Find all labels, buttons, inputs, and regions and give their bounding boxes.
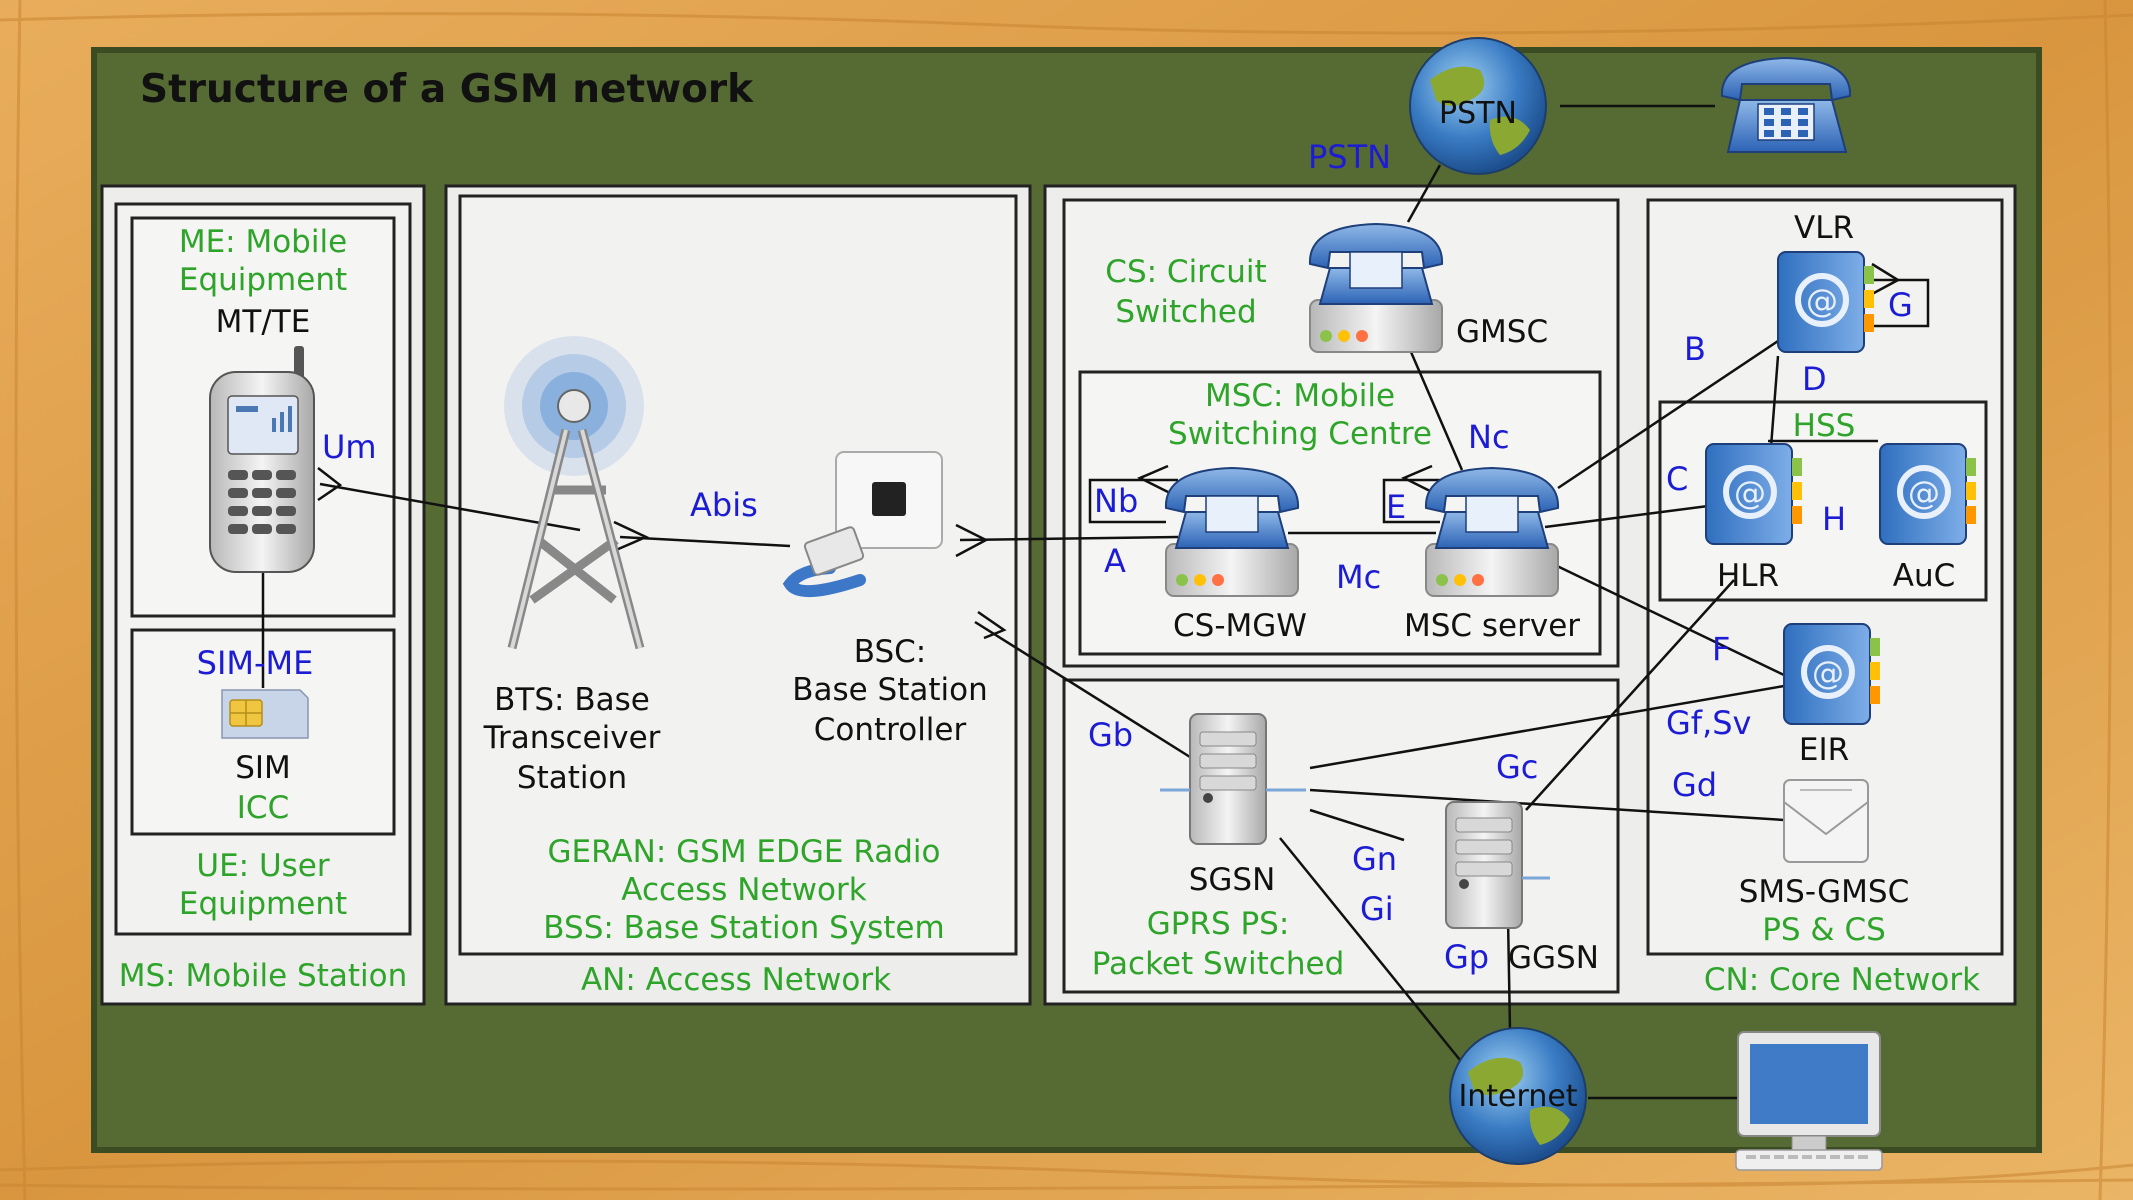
arrow-heads (317, 262, 1901, 640)
geran-label-line2: Access Network (621, 872, 866, 908)
me-label-line1: ME: Mobile (179, 224, 347, 260)
telephone-icon (1720, 56, 1852, 153)
sgsn-server-icon (1160, 713, 1306, 845)
vlr-label: VLR (1794, 210, 1854, 246)
bts-label-line1: BTS: Base (494, 682, 650, 718)
gc-interface-label: Gc (1496, 748, 1538, 786)
auc-address-book-icon: @ (1879, 443, 1976, 545)
msc-server-switch-icon (1424, 466, 1560, 597)
ue-label-line1: UE: User (196, 848, 329, 884)
a-interface-label: A (1104, 542, 1126, 580)
mc-interface-label: Mc (1336, 558, 1381, 596)
bss-label: BSS: Base Station System (543, 910, 944, 946)
gi-interface-label: Gi (1360, 890, 1394, 928)
svg-text:@: @ (1734, 474, 1766, 512)
an-section-label: AN: Access Network (581, 962, 891, 998)
gmsc-switch-icon (1308, 222, 1444, 353)
hlr-label: HLR (1717, 558, 1779, 594)
sgsn-label: SGSN (1189, 862, 1276, 898)
svg-text:@: @ (1812, 654, 1844, 692)
eir-address-book-icon: @ (1783, 623, 1880, 725)
diagram-title: Structure of a GSM network (140, 67, 754, 112)
h-interface-label: H (1822, 500, 1846, 538)
cs-label-line2: Switched (1115, 294, 1256, 330)
gd-interface-label: Gd (1672, 766, 1717, 804)
geran-label-line1: GERAN: GSM EDGE Radio (548, 834, 941, 870)
nb-interface-label: Nb (1094, 482, 1138, 520)
e-interface-label: E (1386, 488, 1406, 526)
bsc-connector-icon (782, 451, 943, 598)
f-interface-label: F (1712, 630, 1730, 668)
sms-gmsc-label: SMS-GMSC (1739, 874, 1910, 910)
svg-text:@: @ (1806, 282, 1838, 320)
mobile-phone-icon (209, 346, 315, 573)
msc-label-line2: Switching Centre (1168, 416, 1432, 452)
icc-label: ICC (237, 790, 289, 826)
hss-label: HSS (1793, 408, 1856, 444)
cn-section-label: CN: Core Network (1704, 962, 1980, 998)
ps-box (1062, 678, 1620, 994)
vlr-address-book-icon: @ (1777, 251, 1874, 353)
svg-text:@: @ (1908, 474, 1940, 512)
antenna-tower-icon (504, 336, 645, 650)
internet-globe-icon (1449, 1027, 1587, 1165)
bts-label-line2: Transceiver (483, 720, 661, 756)
sim-label: SIM (235, 750, 291, 786)
gprs-label-line2: Packet Switched (1092, 946, 1345, 982)
bts-label-line3: Station (517, 760, 627, 796)
nc-interface-label: Nc (1468, 418, 1510, 456)
b-interface-label: B (1684, 330, 1706, 368)
ggsn-label: GGSN (1508, 940, 1599, 976)
auc-label: AuC (1893, 558, 1956, 594)
hlr-address-book-icon: @ (1705, 443, 1802, 545)
d-interface-label: D (1802, 360, 1827, 398)
internet-cloud-label: Internet (1458, 1079, 1577, 1114)
gb-interface-label: Gb (1088, 716, 1133, 754)
me-label-line2: Equipment (179, 262, 347, 298)
bsc-label-line3: Controller (814, 712, 967, 748)
bsc-label-line1: BSC: (854, 634, 927, 670)
ggsn-server-icon (1445, 801, 1550, 929)
gprs-label-line1: GPRS PS: (1147, 906, 1290, 942)
eir-label: EIR (1799, 732, 1849, 768)
cs-label-line1: CS: Circuit (1105, 254, 1266, 290)
cs-mgw-switch-icon (1164, 466, 1300, 597)
gp-interface-label: Gp (1444, 938, 1489, 976)
pstn-interface-label: PSTN (1308, 138, 1391, 176)
connection-lines (261, 104, 1930, 1100)
sim-card-icon (221, 689, 309, 739)
ms-section-label: MS: Mobile Station (119, 958, 407, 994)
c-interface-label: C (1666, 460, 1688, 498)
pstn-globe-icon (1409, 37, 1547, 175)
gn-interface-label: Gn (1352, 840, 1397, 878)
g-interface-label: G (1888, 286, 1913, 324)
bsc-label-line2: Base Station (792, 672, 988, 708)
cs-mgw-label: CS-MGW (1173, 608, 1307, 644)
um-interface-label: Um (322, 428, 377, 466)
gmsc-label: GMSC (1456, 314, 1548, 350)
sim-me-interface-label: SIM-ME (197, 644, 314, 682)
gf-sv-interface-label: Gf,Sv (1666, 704, 1751, 742)
pstn-cloud-label: PSTN (1439, 96, 1517, 131)
ue-label-line2: Equipment (179, 886, 347, 922)
mt-te-label: MT/TE (216, 304, 311, 340)
msc-label-line1: MSC: Mobile (1205, 378, 1395, 414)
abis-interface-label: Abis (690, 486, 758, 524)
monitor-icon (1735, 1031, 1883, 1171)
envelope-icon (1783, 779, 1869, 863)
msc-server-label: MSC server (1404, 608, 1580, 644)
ps-cs-label: PS & CS (1762, 912, 1886, 948)
